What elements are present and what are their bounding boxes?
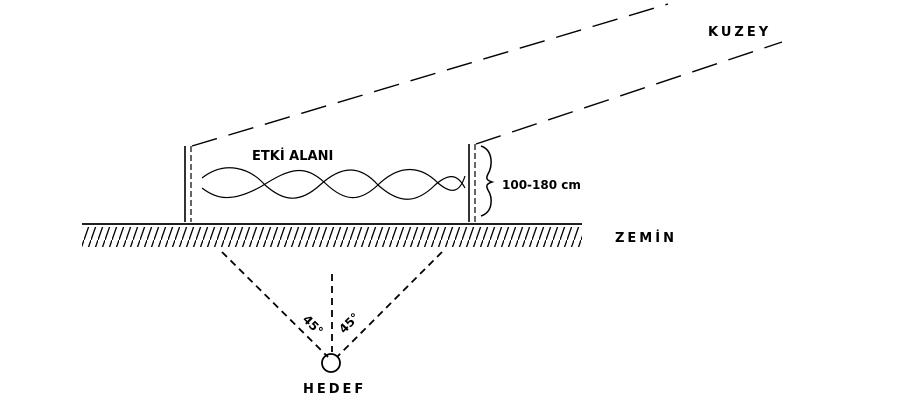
field-waves: [201, 167, 466, 200]
height-range-label: 100-180 cm: [502, 178, 581, 192]
north-label: KUZEY: [708, 25, 771, 40]
angle-left-label: 45°: [300, 312, 326, 338]
wave-lower: [201, 169, 466, 199]
ground-hatch: [82, 227, 582, 247]
ground-label: ZEMİN: [615, 230, 677, 246]
target-sight-lines: [221, 251, 443, 358]
right-post: [468, 144, 476, 222]
perspective-line-left: [191, 3, 669, 147]
north-perspective-lines: [191, 3, 783, 147]
angle-right-label: 45°: [336, 310, 362, 336]
height-brace: [480, 145, 495, 217]
target-label: HEDEF: [303, 382, 366, 397]
zone-label: ETKİ ALANI: [252, 148, 333, 164]
target-circle: [321, 353, 341, 373]
ground: [82, 223, 582, 247]
sight-line-left: [221, 251, 329, 358]
left-post: [184, 146, 192, 222]
perspective-line-right: [475, 41, 783, 145]
wave-upper: [201, 167, 466, 200]
sight-line-right: [336, 251, 443, 358]
